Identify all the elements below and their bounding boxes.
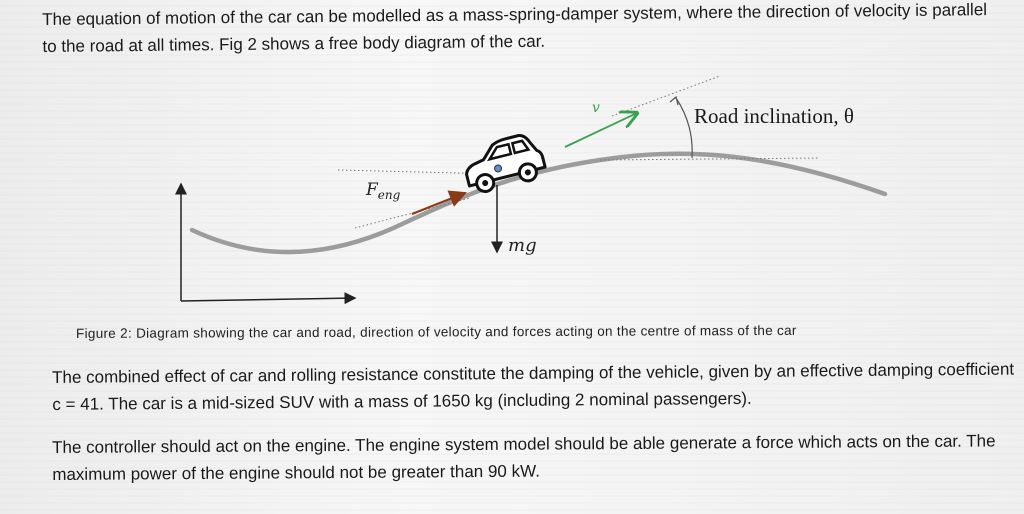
car-icon xyxy=(465,134,547,194)
angle-arc-arrowhead xyxy=(669,95,679,106)
controller-paragraph: The controller should act on the engine.… xyxy=(52,431,996,484)
road-curve xyxy=(189,151,888,255)
x-axis-arrow xyxy=(180,292,357,305)
engine-force-label: Feng xyxy=(365,180,401,202)
engine-force-arrow xyxy=(411,190,468,216)
damping-paragraph: The combined effect of car and rolling r… xyxy=(52,359,1015,414)
velocity-arrow xyxy=(564,113,637,148)
figure-caption: Figure 2: Diagram showing the car and ro… xyxy=(76,322,797,341)
horizontal-reference-left xyxy=(337,169,501,175)
inclination-angle-arc xyxy=(675,97,693,159)
weight-label: mg xyxy=(508,235,537,256)
velocity-label: v xyxy=(592,100,600,116)
road-inclination-label: Road inclination, θ xyxy=(694,104,854,128)
horizontal-reference-right xyxy=(599,157,821,161)
axes xyxy=(175,182,357,305)
